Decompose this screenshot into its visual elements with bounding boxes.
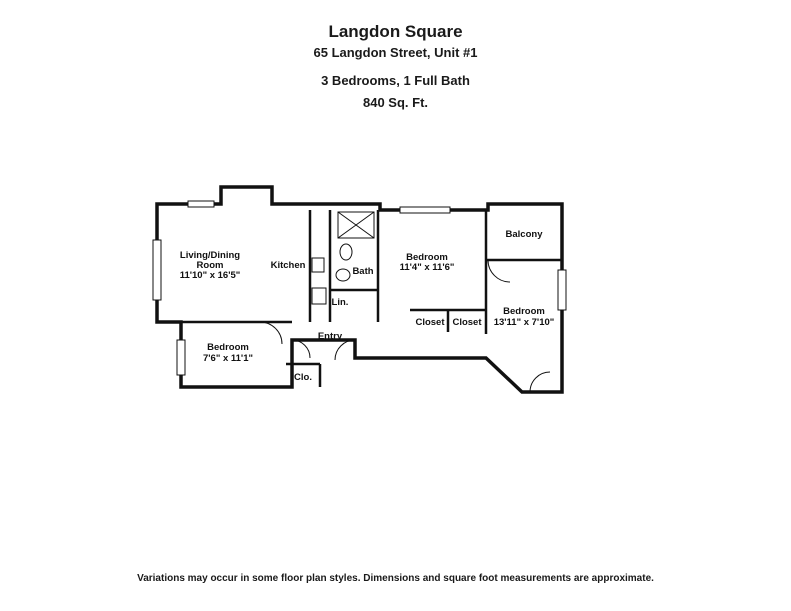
windows — [152, 200, 567, 376]
window-living-top — [187, 200, 215, 208]
sink — [335, 268, 351, 282]
window-bedroom-right — [557, 269, 567, 311]
living-dining-label: Living/Dining — [180, 250, 240, 261]
living-dining-label-line2: Room — [197, 260, 224, 271]
entry-label: Entry — [318, 331, 343, 342]
bedroom-center-label: Bedroom — [406, 252, 448, 263]
interior-walls — [157, 210, 562, 387]
window-living-left — [152, 239, 162, 301]
door-swings — [259, 259, 551, 393]
kitchen-sink — [311, 257, 325, 273]
bedroom-left-dims: 7'6" x 11'1" — [203, 353, 253, 364]
property-title: Langdon Square — [328, 22, 463, 41]
exterior-walls — [155, 185, 564, 394]
closet-left-label: Closet — [415, 317, 445, 328]
closet-right-label: Closet — [452, 317, 482, 328]
bedroom-left-label: Bedroom — [207, 342, 249, 353]
bedroom-right-dims: 13'11" x 7'10" — [494, 317, 555, 328]
balcony-label: Balcony — [506, 229, 544, 240]
closet-small-label: Clo. — [294, 372, 312, 383]
door-balcony — [487, 259, 511, 283]
kitchen-label: Kitchen — [271, 260, 306, 271]
door-entry-right — [334, 339, 356, 361]
bedroom-center-dims: 11'4" x 11'6" — [400, 262, 455, 273]
door-bedroom-left — [259, 321, 283, 345]
property-address: 65 Langdon Street, Unit #1 — [313, 45, 478, 60]
linen-label: Lin. — [332, 297, 349, 308]
toilet — [339, 243, 353, 261]
fixtures — [311, 211, 375, 305]
shower — [337, 211, 375, 239]
living-dining-dims: 11'10" x 16'5" — [180, 270, 241, 281]
bath-label: Bath — [352, 266, 373, 277]
window-bedroom-left — [176, 339, 186, 376]
disclaimer-text: Variations may occur in some floor plan … — [137, 573, 654, 584]
door-bedroom-right-bottom — [529, 371, 551, 393]
window-bedroom-center — [399, 206, 451, 214]
bedrooms-baths: 3 Bedrooms, 1 Full Bath — [321, 73, 470, 88]
door-entry-left — [291, 339, 311, 359]
square-footage: 840 Sq. Ft. — [362, 95, 429, 110]
wall-outline — [155, 185, 564, 394]
bedroom-right-label: Bedroom — [503, 306, 545, 317]
stove — [311, 287, 327, 305]
